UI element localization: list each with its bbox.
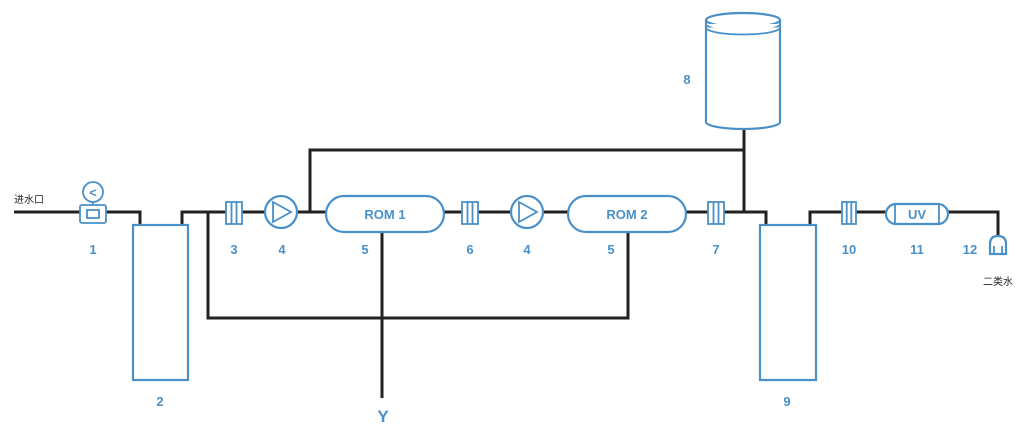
pipe-2-to-3 (180, 210, 226, 225)
label-7: 7 (712, 242, 719, 257)
label-3: 3 (230, 242, 237, 257)
label-4b: 4 (523, 242, 531, 257)
uv-sterilizer: UV (884, 202, 950, 226)
pipe-9-to-10 (808, 210, 842, 225)
label-8: 8 (683, 72, 690, 87)
rom-1-membrane: ROM 1 (324, 194, 446, 234)
tank-9 (758, 223, 818, 382)
rom-1-label: ROM 1 (364, 207, 405, 222)
rom-2-label: ROM 2 (606, 207, 647, 222)
storage-tank-8 (704, 11, 782, 131)
label-12: 12 (963, 242, 977, 257)
tank-2 (131, 223, 190, 382)
rom-2-membrane: ROM 2 (566, 194, 688, 234)
filter-7 (707, 201, 725, 225)
filter-10 (841, 201, 857, 225)
label-5a: 5 (361, 242, 368, 257)
label-2: 2 (156, 394, 163, 409)
pump-4a (263, 194, 299, 230)
pump-4b (509, 194, 545, 230)
drain-label: Y (377, 407, 389, 426)
pipe-7-to-9 (724, 210, 768, 225)
label-5b: 5 (607, 242, 614, 257)
filter-6 (461, 201, 479, 225)
inlet-label: 进水口 (14, 194, 44, 206)
pipe-uv-to-outlet (948, 210, 1000, 236)
label-4a: 4 (278, 242, 286, 257)
pipes (14, 128, 1000, 398)
label-10: 10 (842, 242, 856, 257)
label-6: 6 (466, 242, 473, 257)
label-9: 9 (783, 394, 790, 409)
concentrate-return-loop (206, 212, 630, 320)
uv-label: UV (908, 207, 926, 222)
recycle-loop-top (308, 148, 746, 212)
meter-window (86, 209, 100, 219)
filter-3 (225, 201, 243, 225)
outlet-label: 二类水 (983, 275, 1013, 288)
outlet-tap-icon (988, 234, 1008, 256)
label-11: 11 (910, 242, 924, 257)
flow-meter: < (79, 181, 107, 224)
gauge-symbol: < (89, 185, 97, 200)
inlet-pipe (14, 210, 142, 225)
label-1: 1 (89, 242, 96, 257)
